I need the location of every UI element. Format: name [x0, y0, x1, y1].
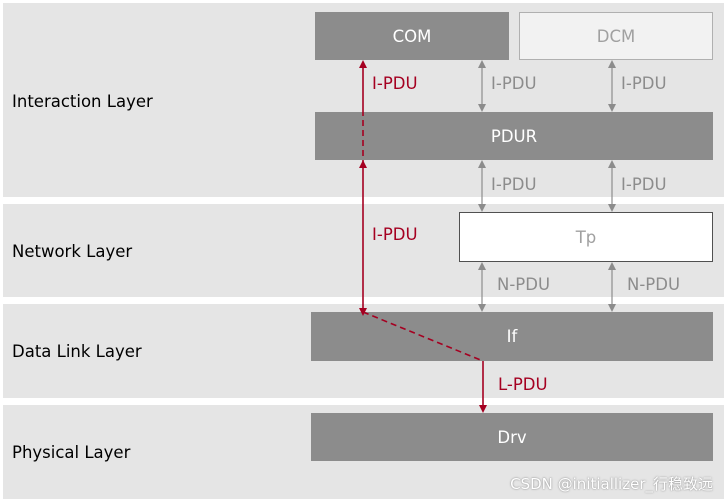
- pdu-label-tp-if-left: N-PDU: [497, 275, 551, 294]
- pdu-label-mid-pdur-upper: I-PDU: [491, 74, 537, 93]
- dcm-module: DCM: [519, 12, 713, 60]
- drv-module: Drv: [311, 413, 713, 461]
- pdu-label-com-pdur: I-PDU: [372, 74, 418, 93]
- network-layer-label: Network Layer: [12, 242, 133, 261]
- pdu-label-tp-if-right: N-PDU: [627, 275, 681, 294]
- pdu-label-if-drv: L-PDU: [498, 375, 548, 394]
- interaction-layer-label: Interaction Layer: [12, 92, 153, 111]
- data-link-layer-label: Data Link Layer: [12, 342, 142, 361]
- physical-layer-label: Physical Layer: [12, 443, 131, 462]
- pdu-label-pdur-tp-left: I-PDU: [491, 175, 537, 194]
- pdu-label-pdur-tp-right: I-PDU: [621, 175, 667, 194]
- pdur-module: PDUR: [315, 112, 713, 160]
- pdu-label-dcm-pdur: I-PDU: [621, 74, 667, 93]
- com-module: COM: [315, 12, 509, 60]
- pdu-label-pdur-if: I-PDU: [372, 225, 418, 244]
- if-module: If: [311, 312, 713, 361]
- csdn-watermark: CSDN @initiallizer_行稳致远: [510, 475, 713, 493]
- tp-module: Tp: [459, 212, 713, 262]
- red-dashed-if: [362, 311, 484, 362]
